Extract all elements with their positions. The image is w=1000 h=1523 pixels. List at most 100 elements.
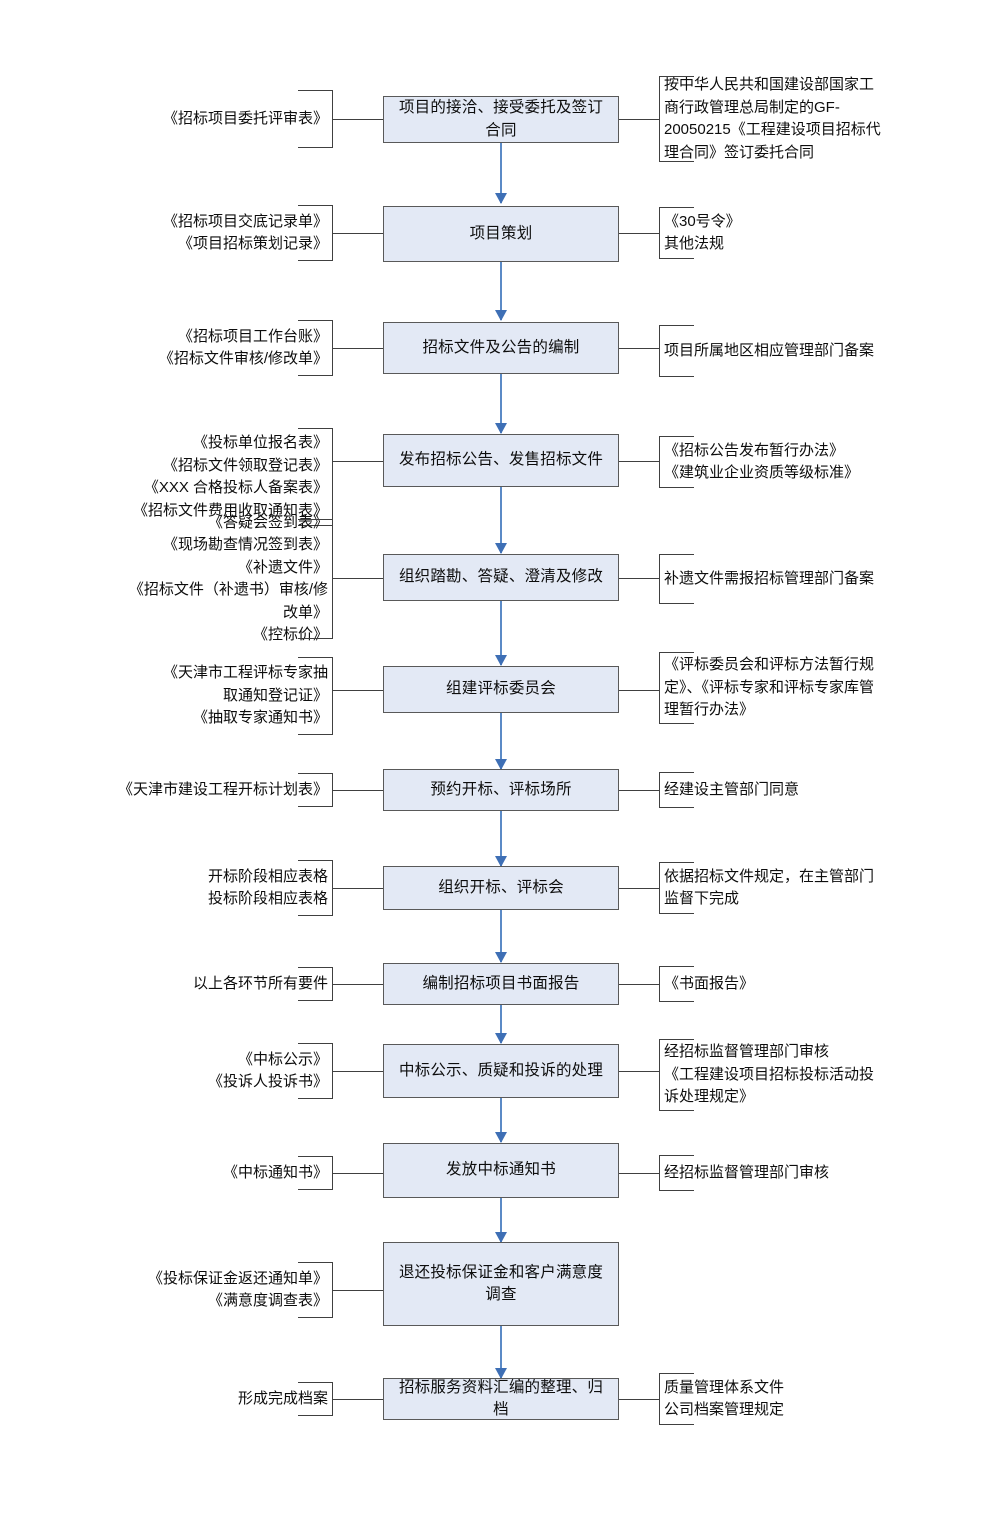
note-right-step-13-text: 质量管理体系文件 公司档案管理规定 bbox=[664, 1378, 785, 1419]
bracket-cap-top bbox=[298, 1043, 332, 1044]
note-right-step-6: 《评标委员会和评标方法暂行规定》、《评标专家和评标专家库管理暂行办法》 bbox=[659, 652, 883, 724]
bracket-cap-bottom bbox=[660, 1110, 694, 1111]
connector-right-step-7 bbox=[619, 790, 659, 791]
note-right-step-4-text: 《招标公告发布暂行办法》 《建筑业企业资质等级标准》 bbox=[664, 441, 860, 482]
bracket-cap-top bbox=[298, 320, 332, 321]
bracket-cap-top bbox=[660, 76, 694, 77]
bracket-cap-top bbox=[298, 773, 332, 774]
note-right-step-9-text: 《书面报告》 bbox=[664, 974, 755, 992]
bracket-cap-top bbox=[298, 1382, 332, 1383]
bracket-cap-bottom bbox=[298, 806, 332, 807]
process-box-step-2[interactable]: 项目策划 bbox=[383, 206, 619, 262]
note-left-step-12-text: 《投标保证金返还通知单》 《满意度调查表》 bbox=[147, 1269, 328, 1310]
note-left-step-8: 开标阶段相应表格 投标阶段相应表格 bbox=[160, 860, 333, 916]
bracket-cap-bottom bbox=[660, 161, 694, 162]
connector-left-step-9 bbox=[333, 984, 383, 985]
bracket-cap-top bbox=[298, 205, 332, 206]
note-right-step-2: 《30号令》 其他法规 bbox=[659, 207, 883, 259]
note-left-step-3: 《招标项目工作台账》 《招标文件审核/修改单》 bbox=[140, 320, 333, 376]
process-box-step-7[interactable]: 预约开标、评标场所 bbox=[383, 769, 619, 811]
note-left-step-13: 形成完成档案 bbox=[215, 1382, 333, 1416]
connector-left-step-13 bbox=[333, 1399, 383, 1400]
flow-arrow-5-to-6 bbox=[500, 601, 503, 665]
note-left-step-3-text: 《招标项目工作台账》 《招标文件审核/修改单》 bbox=[158, 327, 328, 368]
note-left-step-6: 《天津市工程评标专家抽取通知登记证》 《抽取专家通知书》 bbox=[150, 657, 333, 735]
bracket-cap-top bbox=[660, 436, 694, 437]
flow-arrow-8-to-9 bbox=[500, 910, 503, 962]
flow-arrow-4-to-5 bbox=[500, 487, 503, 553]
bracket-cap-top bbox=[298, 967, 332, 968]
note-left-step-5-text: 《答疑会签到表》 《现场勘查情况签到表》 《补遗文件》 《招标文件（补遗书）审核… bbox=[128, 513, 328, 644]
note-left-step-13-text: 形成完成档案 bbox=[237, 1389, 328, 1407]
bracket-cap-bottom bbox=[298, 1189, 332, 1190]
connector-right-step-1 bbox=[619, 119, 659, 120]
note-left-step-4: 《投标单位报名表》 《招标文件领取登记表》 《XXX 合格投标人备案表》 《招标… bbox=[120, 428, 333, 526]
connector-right-step-11 bbox=[619, 1173, 659, 1174]
bracket-cap-top bbox=[660, 862, 694, 863]
flow-arrow-2-to-3 bbox=[500, 262, 503, 320]
connector-left-step-12 bbox=[333, 1290, 383, 1291]
process-box-step-10[interactable]: 中标公示、质疑和投诉的处理 bbox=[383, 1044, 619, 1098]
flow-arrow-1-to-2 bbox=[500, 143, 503, 203]
process-box-step-8[interactable]: 组织开标、评标会 bbox=[383, 866, 619, 910]
note-left-step-2: 《招标项目交底记录单》 《项目招标策划记录》 bbox=[140, 205, 333, 261]
flow-arrow-7-to-8 bbox=[500, 811, 503, 866]
process-box-step-12[interactable]: 退还投标保证金和客户满意度调查 bbox=[383, 1242, 619, 1326]
flow-arrow-3-to-4 bbox=[500, 374, 503, 433]
bracket-cap-bottom bbox=[298, 375, 332, 376]
bracket-cap-top bbox=[660, 966, 694, 967]
process-box-step-4[interactable]: 发布招标公告、发售招标文件 bbox=[383, 434, 619, 487]
process-box-step-5[interactable]: 组织踏勘、答疑、澄清及修改 bbox=[383, 554, 619, 601]
process-box-step-11[interactable]: 发放中标通知书 bbox=[383, 1143, 619, 1198]
connector-right-step-8 bbox=[619, 888, 659, 889]
note-right-step-10: 经招标监督管理部门审核 《工程建设项目招标投标活动投诉处理规定》 bbox=[659, 1039, 883, 1111]
bracket-cap-bottom bbox=[660, 913, 694, 914]
note-right-step-3: 项目所属地区相应管理部门备案 bbox=[659, 325, 883, 377]
note-left-step-12: 《投标保证金返还通知单》 《满意度调查表》 bbox=[130, 1262, 333, 1318]
bracket-cap-top bbox=[298, 428, 332, 429]
process-box-step-3[interactable]: 招标文件及公告的编制 bbox=[383, 322, 619, 374]
connector-left-step-8 bbox=[333, 888, 383, 889]
connector-left-step-10 bbox=[333, 1071, 383, 1072]
connector-left-step-1 bbox=[333, 119, 383, 120]
connector-right-step-6 bbox=[619, 690, 659, 691]
note-right-step-3-text: 项目所属地区相应管理部门备案 bbox=[664, 341, 875, 359]
connector-right-step-3 bbox=[619, 348, 659, 349]
bracket-cap-bottom bbox=[660, 1001, 694, 1002]
process-box-step-9[interactable]: 编制招标项目书面报告 bbox=[383, 963, 619, 1005]
bracket-cap-bottom bbox=[298, 147, 332, 148]
note-left-step-2-text: 《招标项目交底记录单》 《项目招标策划记录》 bbox=[162, 212, 328, 253]
process-box-step-6[interactable]: 组建评标委员会 bbox=[383, 666, 619, 713]
note-left-step-8-text: 开标阶段相应表格 投标阶段相应表格 bbox=[207, 867, 328, 908]
bracket-cap-top bbox=[298, 657, 332, 658]
bracket-cap-bottom bbox=[298, 915, 332, 916]
connector-right-step-13 bbox=[619, 1399, 659, 1400]
bracket-cap-bottom bbox=[298, 638, 332, 639]
note-right-step-10-text: 经招标监督管理部门审核 《工程建设项目招标投标活动投诉处理规定》 bbox=[664, 1043, 875, 1106]
connector-left-step-7 bbox=[333, 790, 383, 791]
bracket-cap-top bbox=[660, 1155, 694, 1156]
process-box-step-13[interactable]: 招标服务资料汇编的整理、归档 bbox=[383, 1378, 619, 1420]
bracket-cap-bottom bbox=[298, 525, 332, 526]
note-right-step-1-text: 按中华人民共和国建设部国家工商行政管理总局制定的GF-20050215《工程建设… bbox=[664, 76, 881, 161]
note-left-step-1: 《招标项目委托评审表》 bbox=[150, 90, 333, 148]
connector-right-step-5 bbox=[619, 578, 659, 579]
bracket-cap-bottom bbox=[660, 807, 694, 808]
process-box-step-1[interactable]: 项目的接洽、接受委托及签订合同 bbox=[383, 96, 619, 143]
note-left-step-6-text: 《天津市工程评标专家抽取通知登记证》 《抽取专家通知书》 bbox=[162, 664, 328, 727]
note-right-step-11: 经招标监督管理部门审核 bbox=[659, 1155, 883, 1191]
connector-right-step-4 bbox=[619, 461, 659, 462]
flow-arrow-11-to-12 bbox=[500, 1198, 503, 1242]
connector-right-step-10 bbox=[619, 1071, 659, 1072]
bracket-cap-bottom bbox=[298, 1000, 332, 1001]
note-left-step-10-text: 《中标公示》 《投诉人投诉书》 bbox=[207, 1050, 328, 1091]
bracket-cap-bottom bbox=[298, 734, 332, 735]
bracket-cap-top bbox=[660, 554, 694, 555]
bracket-cap-bottom bbox=[660, 1424, 694, 1425]
note-left-step-4-text: 《投标单位报名表》 《招标文件领取登记表》 《XXX 合格投标人备案表》 《招标… bbox=[132, 434, 328, 519]
bracket-cap-bottom bbox=[298, 1317, 332, 1318]
note-right-step-5: 补遗文件需报招标管理部门备案 bbox=[659, 554, 883, 604]
connector-left-step-3 bbox=[333, 348, 383, 349]
connector-left-step-4 bbox=[333, 461, 383, 462]
